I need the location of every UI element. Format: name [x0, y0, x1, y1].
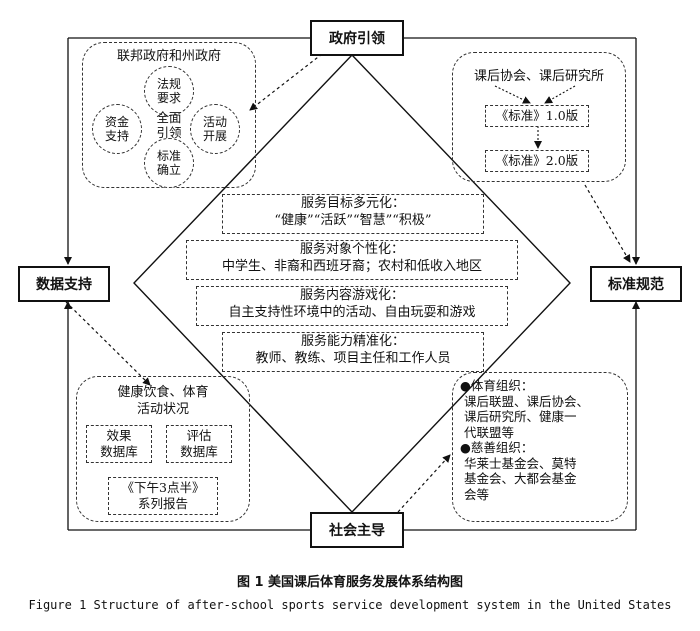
- circle-funding: 资金支持: [92, 104, 142, 154]
- afternoon-report-box: 《下午3点半》 系列报告: [108, 477, 218, 515]
- standard-v1-box: 《标准》1.0版: [485, 105, 589, 127]
- evaluation-database-line1: 评估: [186, 428, 212, 443]
- standard-v2-box: 《标准》2.0版: [485, 150, 589, 172]
- data-support-label: 数据支持: [36, 277, 92, 293]
- service-goal-title: 服务目标多元化：: [300, 196, 405, 211]
- standard-v1-label: 《标准》1.0版: [495, 108, 579, 123]
- service-target-box: 服务对象个性化： 中学生、非裔和西班牙裔；农村和低收入地区: [186, 240, 518, 280]
- circle-regulations-label: 法规要求: [156, 77, 181, 105]
- sports-org-line: 课后研究所、健康一: [464, 409, 577, 424]
- government-lead-label: 政府引领: [329, 31, 385, 47]
- standards-panel-title: 课后协会、课后研究所: [473, 69, 604, 84]
- organizations-panel: [452, 372, 628, 522]
- evaluation-database-box: 评估 数据库: [166, 425, 232, 463]
- service-content-body: 自主支持性环境中的活动、自由玩耍和游戏: [228, 305, 476, 320]
- circle-activities: 活动开展: [190, 104, 240, 154]
- sports-org-line: 代联盟等: [464, 424, 515, 440]
- service-capability-box: 服务能力精准化： 教师、教练、项目主任和工作人员: [222, 332, 484, 372]
- charity-org-line: 基金会、大都会基金: [464, 471, 577, 486]
- afternoon-report-line1: 《下午3点半》: [121, 480, 205, 495]
- standards-label: 标准规范: [608, 277, 664, 293]
- service-target-title: 服务对象个性化：: [299, 242, 404, 257]
- federal-state-title: 联邦政府和州政府: [116, 49, 221, 64]
- data-support-box: 数据支持: [18, 266, 110, 302]
- data-panel-title-line1: 健康饮食、体育: [117, 385, 209, 400]
- std-arrow-left: [494, 85, 531, 104]
- figure-caption-english: Figure 1 Structure of after-school sport…: [28, 598, 672, 612]
- standard-v2-label: 《标准》2.0版: [495, 153, 579, 168]
- figure-caption-chinese: 图 1 美国课后体育服务发展体系结构图: [236, 575, 464, 590]
- circle-standards: 标准确立: [144, 138, 194, 188]
- effect-database-box: 效果 数据库: [86, 425, 152, 463]
- society-lead-label: 社会主导: [329, 523, 385, 539]
- service-capability-title: 服务能力精准化：: [300, 334, 405, 349]
- comprehensive-lead-label: 全面引领: [156, 110, 182, 140]
- sports-org-line: 课后联盟、课后协会、: [464, 393, 590, 409]
- comprehensive-lead-text: 全面引领: [145, 110, 193, 140]
- soc-to-org-arrow: [397, 454, 451, 513]
- circle-activities-label: 活动开展: [202, 115, 227, 143]
- gov-to-fed-arrow: [249, 53, 323, 111]
- circle-regulations: 法规要求: [144, 66, 194, 116]
- circle-standards-label: 标准确立: [156, 149, 181, 177]
- society-lead-box: 社会主导: [310, 512, 404, 548]
- afternoon-report-line2: 系列报告: [137, 496, 188, 511]
- service-goal-box: 服务目标多元化： “健康”“活跃”“智慧”“积极”: [222, 194, 484, 234]
- service-content-title: 服务内容游戏化：: [299, 288, 404, 303]
- standards-panel: [452, 52, 626, 182]
- service-target-body: 中学生、非裔和西班牙裔；农村和低收入地区: [221, 259, 482, 274]
- data-panel-title-line2: 活动状况: [136, 402, 189, 417]
- government-lead-box: 政府引领: [310, 20, 404, 56]
- standards-box: 标准规范: [590, 266, 682, 302]
- data-to-health-arrow: [65, 301, 151, 386]
- data-panel-title: 健康饮食、体育 活动状况: [76, 384, 250, 418]
- effect-database-line2: 数据库: [100, 444, 138, 459]
- charity-org-line: 会等: [464, 486, 490, 502]
- sports-org-title: ●体育组织：: [460, 378, 534, 393]
- data-panel: [76, 376, 250, 522]
- std-arrow-right: [544, 85, 576, 104]
- service-goal-body: “健康”“活跃”“智慧”“积极”: [274, 213, 432, 228]
- charity-org-line: 华莱士基金会、莫特: [464, 455, 577, 471]
- effect-database-line1: 效果: [106, 428, 132, 443]
- organizations-text: ●体育组织： 课后联盟、课后协会、 课后研究所、健康一 代联盟等 ●慈善组织： …: [460, 378, 626, 502]
- circle-funding-label: 资金支持: [104, 115, 129, 143]
- std-to-standards-arrow: [584, 184, 631, 263]
- service-capability-body: 教师、教练、项目主任和工作人员: [255, 351, 451, 366]
- charity-org-title: ●慈善组织：: [460, 440, 534, 455]
- evaluation-database-line2: 数据库: [180, 444, 218, 459]
- service-content-box: 服务内容游戏化： 自主支持性环境中的活动、自由玩耍和游戏: [196, 286, 508, 326]
